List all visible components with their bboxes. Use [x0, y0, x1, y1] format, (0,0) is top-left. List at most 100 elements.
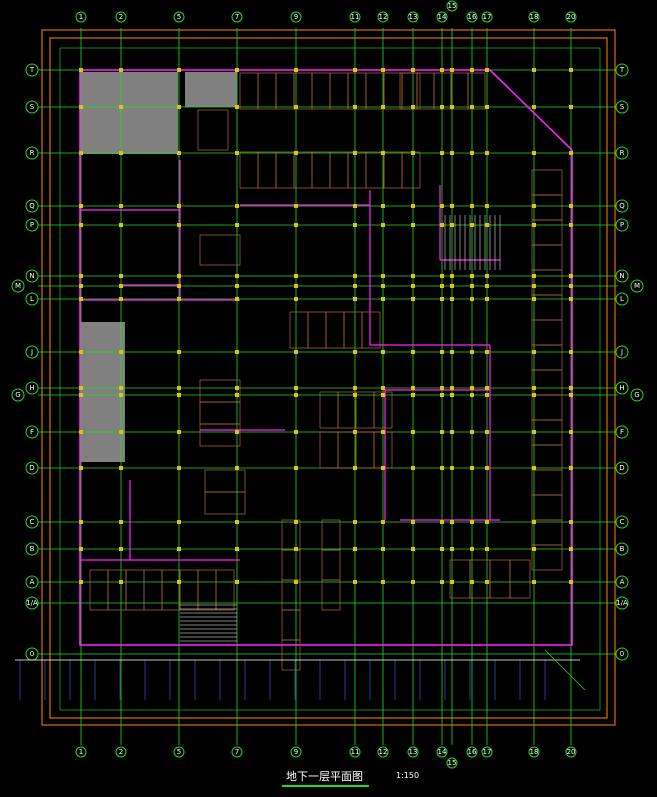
- structural-column: [440, 466, 444, 470]
- axis-label: N: [619, 272, 624, 280]
- structural-column: [485, 204, 489, 208]
- structural-column: [569, 350, 573, 354]
- parking-stall: [289, 311, 309, 349]
- structural-column: [79, 520, 83, 524]
- parking-stall: [319, 431, 339, 469]
- structural-column: [532, 204, 536, 208]
- structural-column: [119, 430, 123, 434]
- parking-stall: [199, 379, 241, 403]
- axis-label: 7: [235, 13, 239, 21]
- structural-column: [450, 284, 454, 288]
- structural-column: [294, 580, 298, 584]
- structural-column: [532, 151, 536, 155]
- axis-bubble: [615, 199, 629, 213]
- structural-column: [411, 151, 415, 155]
- axis-label: S: [620, 103, 625, 111]
- structural-column: [485, 274, 489, 278]
- axis-label: 0: [30, 650, 34, 658]
- structural-column: [79, 151, 83, 155]
- parking-stall: [321, 549, 341, 581]
- axis-bubble: [75, 746, 87, 758]
- axis-label: S: [30, 103, 35, 111]
- axis-bubble: [528, 11, 540, 23]
- axis-bubble: [173, 11, 185, 23]
- structural-column: [235, 547, 239, 551]
- axis-label: 9: [294, 748, 298, 756]
- structural-column: [470, 547, 474, 551]
- structural-column: [470, 350, 474, 354]
- axis-label: D: [29, 464, 34, 472]
- axis-bubble: [25, 146, 39, 160]
- structural-column: [381, 386, 385, 390]
- parking-stall: [337, 391, 357, 429]
- parking-stall: [204, 491, 246, 515]
- parking-stall: [239, 151, 259, 189]
- axis-label: 17: [483, 748, 492, 756]
- parking-stall: [531, 544, 563, 571]
- structural-column: [470, 105, 474, 109]
- structural-column: [177, 350, 181, 354]
- axis-bubble: [615, 345, 629, 359]
- structural-column: [569, 520, 573, 524]
- axis-label: 18: [530, 748, 539, 756]
- parking-stall: [319, 391, 339, 429]
- parking-stall: [347, 151, 367, 189]
- structural-column: [532, 520, 536, 524]
- structural-column: [569, 466, 573, 470]
- structural-column: [353, 274, 357, 278]
- axis-bubble: [615, 146, 629, 160]
- axis-label: H: [619, 384, 624, 392]
- axis-bubble: [436, 746, 448, 758]
- structural-column: [411, 430, 415, 434]
- parking-stall: [307, 311, 327, 349]
- structural-column: [381, 68, 385, 72]
- structural-column: [353, 68, 357, 72]
- axis-label: 16: [468, 748, 477, 756]
- structural-column: [79, 466, 83, 470]
- structural-column: [381, 520, 385, 524]
- parking-stall: [281, 579, 301, 611]
- axis-label: G: [634, 391, 639, 399]
- structural-column: [119, 350, 123, 354]
- parking-stall: [509, 559, 531, 599]
- structural-column: [411, 204, 415, 208]
- structural-column: [177, 284, 181, 288]
- axis-bubble: [25, 199, 39, 213]
- structural-column: [381, 547, 385, 551]
- axis-bubble: [615, 292, 629, 306]
- axis-label: 5: [177, 13, 181, 21]
- structural-column: [440, 386, 444, 390]
- axis-label: 2: [119, 748, 123, 756]
- dimension-frame: [59, 47, 601, 711]
- axis-label: L: [620, 295, 624, 303]
- structural-column: [353, 223, 357, 227]
- structural-column: [470, 151, 474, 155]
- structural-column: [177, 68, 181, 72]
- structural-column: [177, 520, 181, 524]
- parking-stall: [293, 72, 313, 110]
- parking-stall: [383, 151, 403, 189]
- parking-stall: [199, 234, 241, 266]
- axis-label: 1/A: [616, 599, 628, 607]
- structural-column: [353, 386, 357, 390]
- structural-column: [411, 274, 415, 278]
- axis-bubble: [615, 100, 629, 114]
- structural-column: [353, 151, 357, 155]
- axis-bubble: [25, 218, 39, 232]
- fill-area: [80, 322, 125, 462]
- structural-column: [569, 105, 573, 109]
- structural-column: [294, 274, 298, 278]
- axis-bubble: [25, 269, 39, 283]
- structural-column: [470, 520, 474, 524]
- parking-stall: [337, 431, 357, 469]
- parking-stall: [401, 151, 421, 189]
- parking-stall: [329, 72, 349, 110]
- structural-column: [353, 105, 357, 109]
- axis-label: 12: [379, 13, 388, 21]
- parking-stall: [531, 369, 563, 396]
- parking-stall: [199, 423, 241, 447]
- structural-column: [235, 151, 239, 155]
- axis-label: R: [620, 149, 625, 157]
- parking-stall: [89, 569, 109, 611]
- structural-column: [381, 204, 385, 208]
